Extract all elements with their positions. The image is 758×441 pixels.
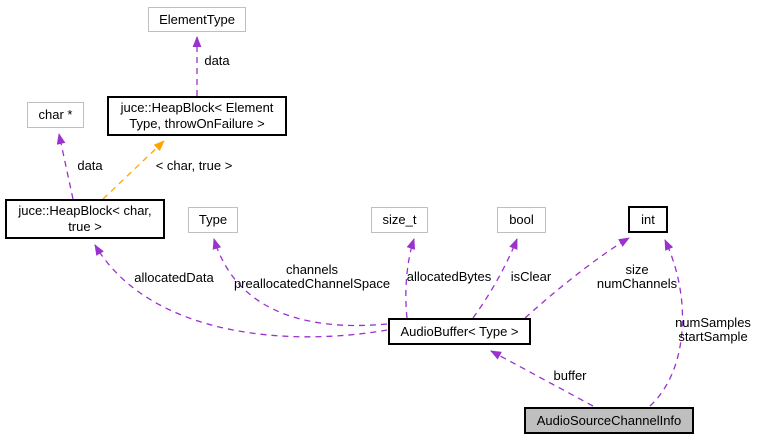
edge-label-data-top: data: [204, 53, 230, 68]
edge-buffer: [490, 350, 594, 407]
edge-label-allocated-bytes: allocatedBytes: [406, 269, 492, 284]
node-size-t: size_t: [371, 207, 428, 233]
edge-size-numchannels: [524, 237, 630, 319]
edge-is-clear: [472, 238, 518, 319]
edge-label-buffer: buffer: [553, 368, 587, 383]
edge-label-line1: size: [625, 262, 649, 277]
edge-channels: [212, 238, 388, 327]
node-label: ElementType: [159, 11, 235, 27]
edge-label-allocated-data: allocatedData: [134, 270, 214, 285]
node-type: Type: [188, 207, 238, 233]
node-label-line2: Type, throwOnFailure >: [129, 116, 265, 131]
node-label: int: [641, 211, 655, 227]
node-audiosourcechannelinfo: AudioSourceChannelInfo: [524, 407, 694, 434]
edge-label-numsamples-startsample: numSamples startSample: [675, 316, 751, 344]
node-label: size_t: [382, 212, 417, 227]
edge-label-channels: channels preallocatedChannelSpace: [234, 263, 390, 291]
node-juce-heapblock-char-true[interactable]: juce::HeapBlock< char, true >: [5, 199, 165, 239]
node-label-line2: true >: [68, 219, 102, 234]
node-label: AudioSourceChannelInfo: [536, 412, 682, 428]
edge-data-left: [56, 133, 74, 200]
edge-label-is-clear: isClear: [510, 269, 552, 284]
node-int[interactable]: int: [628, 206, 668, 233]
edge-label-size-numchannels: size numChannels: [597, 263, 677, 291]
node-juce-heapblock-elementtype[interactable]: juce::HeapBlock< Element Type, throwOnFa…: [107, 96, 287, 136]
node-label: char *: [38, 107, 73, 122]
node-label: Type: [198, 212, 228, 227]
edge-label-data-left: data: [77, 158, 103, 173]
edge-label-line2: preallocatedChannelSpace: [233, 276, 391, 291]
edge-label-line1: numSamples: [675, 315, 751, 330]
node-label: AudioBuffer< Type >: [400, 323, 519, 339]
node-bool: bool: [497, 207, 546, 233]
edge-allocated-data: [94, 244, 388, 338]
edge-numsamples-startsample: [649, 239, 684, 407]
edge-label-line1: channels: [285, 262, 339, 277]
node-label-line1: juce::HeapBlock< Element: [120, 100, 274, 115]
edge-label-line2: startSample: [678, 329, 748, 344]
edge-label-line2: numChannels: [596, 276, 678, 291]
node-elementtype: ElementType: [148, 7, 246, 32]
node-audiobuffer-type[interactable]: AudioBuffer< Type >: [388, 318, 531, 345]
edge-template-instantiation: [102, 140, 165, 200]
node-char-pointer: char *: [27, 102, 84, 128]
node-label: bool: [509, 212, 534, 227]
edge-label-template-args: < char, true >: [155, 158, 233, 173]
node-label-line1: juce::HeapBlock< char,: [18, 203, 152, 218]
